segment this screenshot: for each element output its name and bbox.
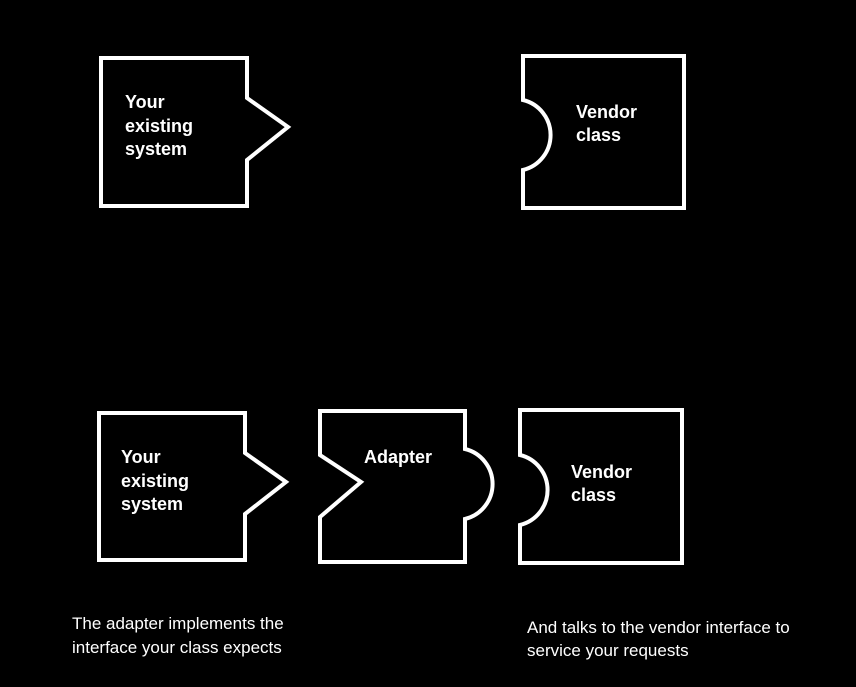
left-caption-line-2: interface your class expects (72, 638, 282, 657)
top-vendor-class-line-2: class (576, 125, 621, 145)
top-existing-system-label: Your existing system (125, 92, 198, 159)
top-vendor-class-label: Vendor class (576, 102, 642, 145)
bottom-existing-system-label: Your existing system (121, 447, 194, 514)
left-caption: The adapter implements the interface you… (72, 614, 288, 657)
top-existing-system-line-1: Your (125, 92, 165, 112)
bottom-existing-system-block: Your existing system (97, 411, 290, 562)
bottom-vendor-class-line-2: class (571, 485, 616, 505)
bottom-existing-system-line-3: system (121, 494, 183, 514)
bottom-vendor-class-block: Vendor class (518, 408, 684, 565)
bottom-vendor-class-line-1: Vendor (571, 462, 632, 482)
bottom-existing-system-line-2: existing (121, 471, 189, 491)
top-vendor-class-block: Vendor class (521, 54, 686, 210)
adapter-shape (318, 409, 495, 564)
right-caption: And talks to the vendor interface to ser… (527, 618, 794, 660)
adapter-label: Adapter (364, 447, 432, 467)
adapter-label-text: Adapter (364, 447, 432, 467)
bottom-vendor-class-label: Vendor class (571, 462, 637, 505)
top-existing-system-line-3: system (125, 139, 187, 159)
right-caption-line-1: And talks to the vendor interface to (527, 618, 790, 637)
right-caption-line-2: service your requests (527, 641, 689, 660)
bottom-existing-system-line-1: Your (121, 447, 161, 467)
bottom-existing-system-shape (97, 411, 290, 562)
top-existing-system-line-2: existing (125, 116, 193, 136)
top-vendor-class-line-1: Vendor (576, 102, 637, 122)
left-caption-line-1: The adapter implements the (72, 614, 284, 633)
top-existing-system-block: Your existing system (99, 56, 292, 208)
bottom-vendor-class-shape (518, 408, 684, 565)
top-existing-system-shape (99, 56, 292, 208)
top-vendor-class-shape (521, 54, 686, 210)
adapter-block: Adapter (318, 409, 495, 564)
